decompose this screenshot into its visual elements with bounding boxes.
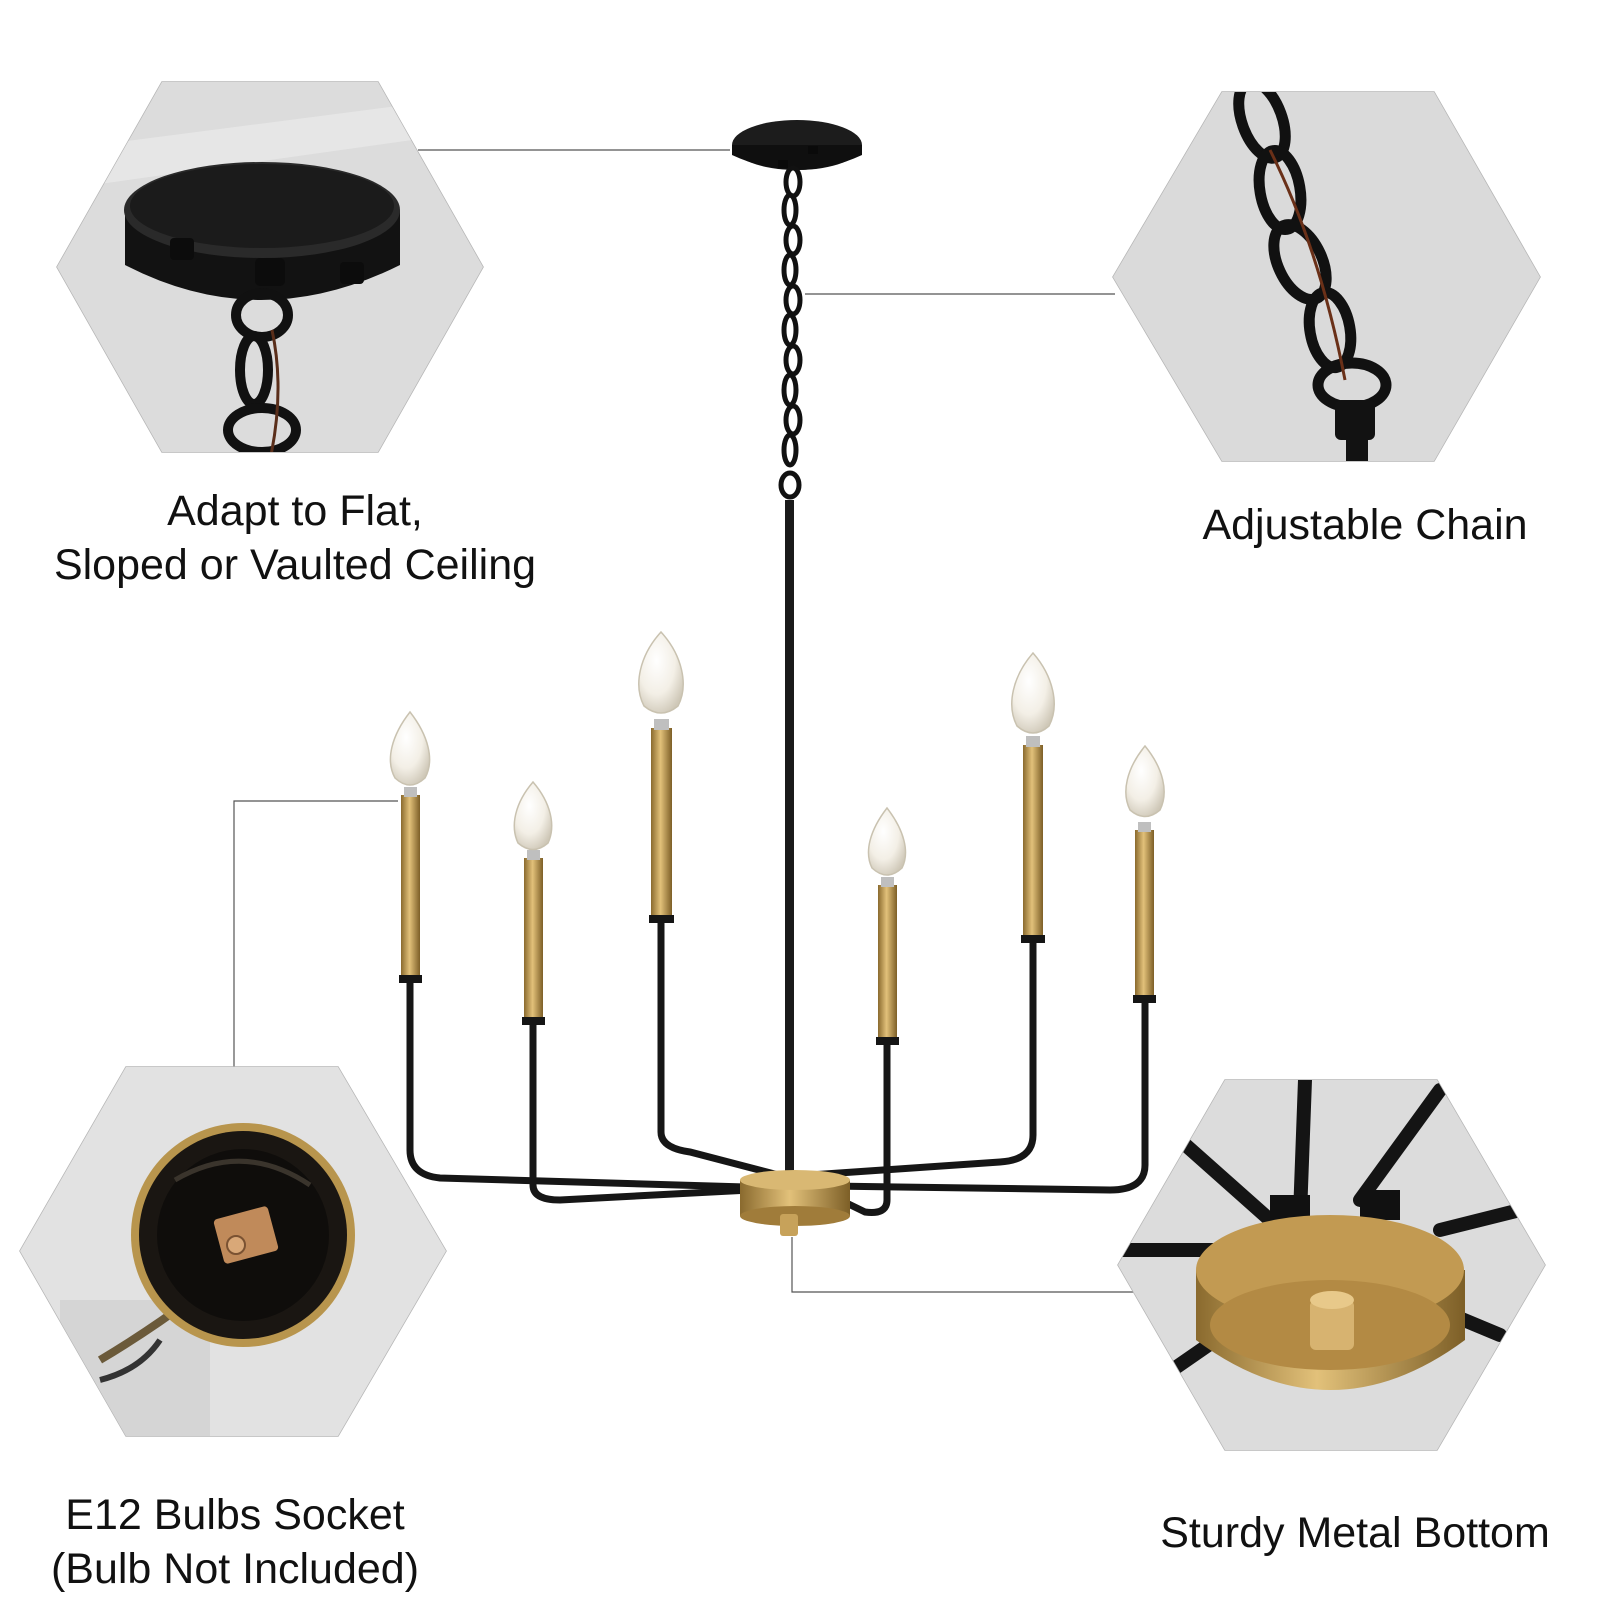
callout-line-bottom: [791, 1237, 1140, 1293]
chandelier-rod: [785, 500, 794, 1190]
chandelier-chain: [778, 165, 803, 500]
caption-bottom-line1: Sturdy Metal Bottom: [1160, 1509, 1550, 1557]
chandelier: [389, 120, 1165, 1236]
callout-lines: [233, 149, 1140, 1293]
hexagon-ceiling-canopy: [56, 81, 484, 453]
chandelier-arms: [406, 916, 1149, 1216]
candle-2: [513, 780, 553, 1025]
candle-6: [1125, 744, 1165, 1003]
candle-3: [638, 630, 684, 923]
caption-metal-bottom: Sturdy Metal Bottom: [1120, 1506, 1590, 1560]
callout-line-socket: [233, 800, 398, 1068]
caption-ceiling-line1: Adapt to Flat,: [167, 487, 423, 535]
candle-1: [389, 710, 431, 983]
hexagon-adjustable-chain: [1112, 91, 1541, 462]
candle-4: [867, 806, 907, 1045]
caption-bulb-socket: E12 Bulbs Socket (Bulb Not Included): [10, 1488, 460, 1596]
hexagon-bulb-socket: [19, 1066, 447, 1437]
chandelier-brass-hub: [740, 1170, 850, 1236]
caption-chain-line1: Adjustable Chain: [1202, 501, 1528, 549]
candle-5: [1011, 651, 1055, 943]
caption-ceiling-line2: Sloped or Vaulted Ceiling: [53, 541, 537, 589]
caption-ceiling-mount: Adapt to Flat, Sloped or Vaulted Ceiling: [0, 484, 590, 592]
caption-socket-line1: E12 Bulbs Socket: [65, 1491, 405, 1539]
caption-socket-line2: (Bulb Not Included): [50, 1545, 420, 1593]
caption-adjustable-chain: Adjustable Chain: [1140, 498, 1590, 552]
hexagon-brass-base: [1117, 1079, 1546, 1451]
